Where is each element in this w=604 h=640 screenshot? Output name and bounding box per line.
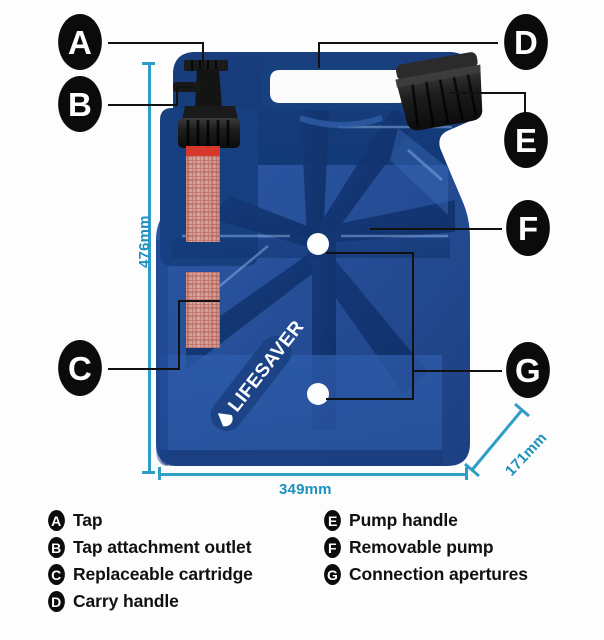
carry-handle — [262, 62, 416, 128]
height-dim-cap-bottom — [142, 471, 155, 474]
callout-badge-c[interactable]: C — [58, 340, 102, 396]
width-dimension-label: 349mm — [279, 481, 332, 498]
legend-item-tap[interactable]: A Tap — [46, 508, 253, 533]
leader-line-a-v — [202, 42, 204, 68]
leader-line-g-h1 — [326, 252, 414, 254]
leader-line-c-h2 — [178, 300, 220, 302]
legend-item-removable-pump[interactable]: F Removable pump — [322, 535, 528, 560]
leader-line-a-h — [108, 42, 204, 44]
leader-line-b-v — [176, 86, 178, 106]
legend-label-pump-handle: Pump handle — [349, 510, 458, 530]
callout-badge-b-letter: B — [68, 85, 92, 123]
callout-badge-g-letter: G — [515, 351, 541, 389]
callout-badge-b[interactable]: B — [58, 76, 102, 132]
legend-badge-g: G — [324, 564, 341, 585]
callout-badge-a-letter: A — [68, 23, 92, 61]
callout-badge-g[interactable]: G — [506, 342, 550, 398]
leader-line-d-v — [318, 42, 320, 68]
leader-line-b-h1 — [108, 104, 178, 106]
legend-badge-d: D — [48, 591, 65, 612]
leader-line-c-v — [178, 300, 180, 370]
leader-line-e-v — [524, 92, 526, 120]
legend-badge-c: C — [48, 564, 65, 585]
product-illustration: LIFESAVER — [156, 52, 483, 466]
legend-badge-e: E — [324, 510, 341, 531]
legend-badge-f-letter: F — [328, 539, 337, 556]
callout-badge-d[interactable]: D — [504, 14, 548, 70]
callout-badge-e[interactable]: E — [504, 112, 548, 168]
legend-column-left: A Tap B Tap attachment outlet C Replacea… — [46, 508, 253, 616]
callout-badge-e-letter: E — [515, 121, 537, 159]
pump-handle — [395, 52, 483, 131]
legend-badge-b: B — [48, 537, 65, 558]
jerrycan-svg: LIFESAVER — [156, 52, 483, 466]
height-dim-cap-top — [142, 62, 155, 65]
height-dimension-line — [148, 62, 151, 474]
legend-label-carry-handle: Carry handle — [73, 591, 179, 611]
leader-line-g-h2 — [326, 398, 414, 400]
legend-label-replaceable-cartridge: Replaceable cartridge — [73, 564, 253, 584]
legend-label-tap-attachment-outlet: Tap attachment outlet — [73, 537, 252, 557]
leader-line-b-h2 — [176, 86, 192, 88]
legend-badge-g-letter: G — [327, 566, 338, 583]
leader-line-f-h — [370, 228, 502, 230]
legend-item-connection-apertures[interactable]: G Connection apertures — [322, 562, 528, 587]
callout-badge-f[interactable]: F — [506, 200, 550, 256]
width-dim-cap-right — [465, 467, 468, 480]
leader-line-d-h — [318, 42, 498, 44]
leader-line-c-h1 — [108, 368, 180, 370]
legend-item-pump-handle[interactable]: E Pump handle — [322, 508, 528, 533]
legend-badge-a-letter: A — [51, 512, 62, 529]
legend-item-replaceable-cartridge[interactable]: C Replaceable cartridge — [46, 562, 253, 587]
width-dim-cap-left — [158, 467, 161, 480]
leader-line-g-h3 — [412, 370, 502, 372]
legend-label-tap: Tap — [73, 510, 103, 530]
replaceable-cartridge — [186, 146, 220, 348]
legend-badge-e-letter: E — [327, 512, 338, 529]
legend-label-connection-apertures: Connection apertures — [349, 564, 528, 584]
callout-badge-d-letter: D — [514, 23, 538, 61]
callout-badge-a[interactable]: A — [58, 14, 102, 70]
legend-badge-d-letter: D — [51, 593, 62, 610]
legend-badge-c-letter: C — [51, 566, 62, 583]
legend-badge-b-letter: B — [51, 539, 62, 556]
legend-badge-a: A — [48, 510, 65, 531]
height-dimension-label: 476mm — [136, 215, 153, 268]
legend: A Tap B Tap attachment outlet C Replacea… — [0, 508, 604, 640]
callout-badge-c-letter: C — [68, 349, 92, 387]
legend-column-right: E Pump handle F Removable pump G Connect… — [322, 508, 528, 589]
leader-line-e-h — [450, 92, 526, 94]
leader-line-g-v — [412, 252, 414, 400]
legend-label-removable-pump: Removable pump — [349, 537, 494, 557]
connection-apertures — [307, 233, 329, 406]
legend-badge-f: F — [324, 537, 341, 558]
callout-badge-f-letter: F — [517, 209, 539, 247]
legend-item-tap-attachment-outlet[interactable]: B Tap attachment outlet — [46, 535, 253, 560]
depth-dimension-group — [464, 402, 530, 478]
legend-item-carry-handle[interactable]: D Carry handle — [46, 589, 253, 614]
width-dimension-line — [158, 473, 468, 476]
